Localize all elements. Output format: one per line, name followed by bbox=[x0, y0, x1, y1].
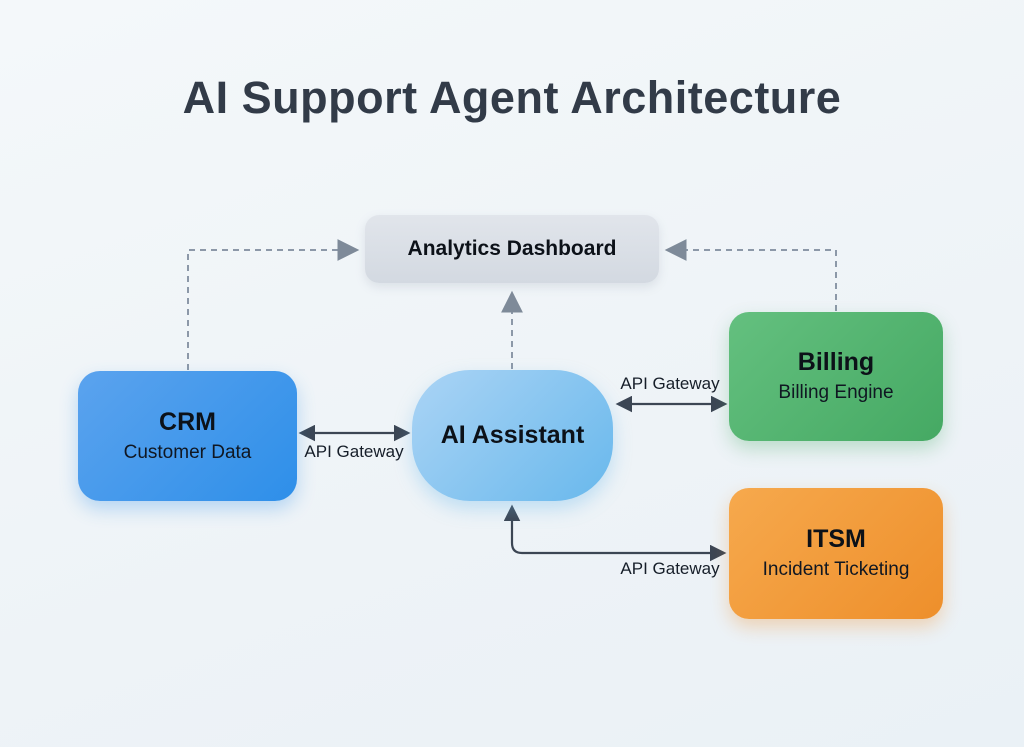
ai-assistant-title: AI Assistant bbox=[440, 420, 585, 449]
edge-label-itsm-assistant: API Gateway bbox=[620, 559, 720, 578]
crm-subtitle: Customer Data bbox=[123, 441, 252, 463]
page-title: AI Support Agent Architecture bbox=[182, 72, 842, 123]
node-crm[interactable]: CRM Customer Data bbox=[78, 371, 297, 501]
edge-label-assistant-billing: API Gateway bbox=[620, 374, 720, 393]
edge-label-crm-assistant: API Gateway bbox=[304, 442, 404, 461]
itsm-title: ITSM bbox=[806, 525, 866, 554]
billing-title: Billing bbox=[797, 348, 875, 377]
node-ai-assistant[interactable]: AI Assistant bbox=[412, 370, 613, 501]
node-analytics-dashboard[interactable]: Analytics Dashboard bbox=[365, 215, 659, 283]
analytics-dashboard-label: Analytics Dashboard bbox=[407, 236, 617, 260]
edge-itsm-assistant bbox=[503, 504, 727, 562]
node-billing[interactable]: Billing Billing Engine bbox=[729, 312, 943, 441]
edge-billing-dashboard bbox=[664, 239, 837, 311]
itsm-subtitle: Incident Ticketing bbox=[762, 559, 910, 581]
crm-title: CRM bbox=[159, 407, 216, 436]
billing-subtitle: Billing Engine bbox=[778, 382, 894, 404]
node-itsm[interactable]: ITSM Incident Ticketing bbox=[729, 488, 943, 619]
edge-crm-dashboard bbox=[187, 239, 360, 370]
